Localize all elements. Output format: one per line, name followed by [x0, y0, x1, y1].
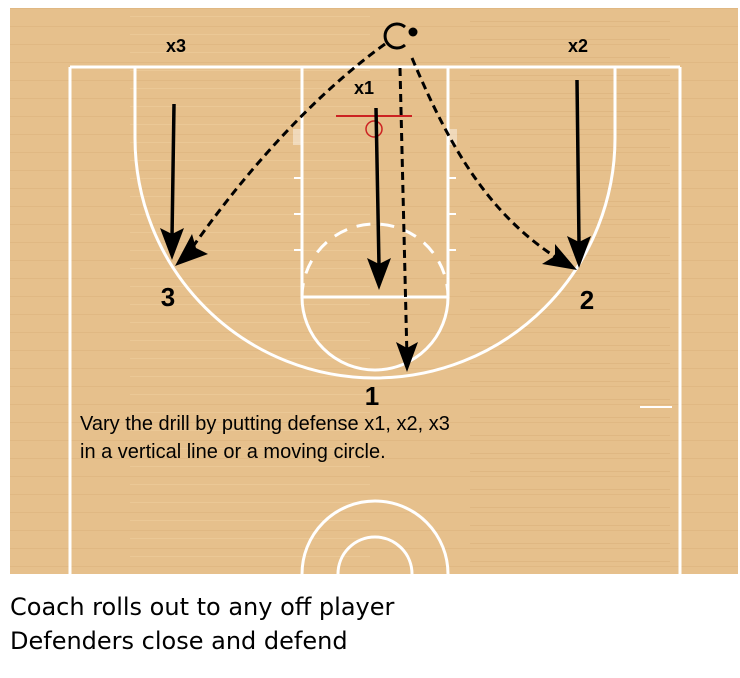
free-throw-arc-dashed	[300, 222, 450, 298]
label-player-3: 3	[161, 282, 175, 312]
label-player-1: 1	[365, 381, 379, 411]
diagram-caption: Coach rolls out to any off player Defend…	[10, 590, 394, 658]
pass-path-to-3	[183, 42, 386, 259]
ball-icon	[408, 27, 418, 37]
court-svg: x3 x1 x2 3 2 1	[10, 8, 738, 574]
label-x1: x1	[354, 78, 374, 98]
label-x2: x2	[568, 36, 588, 56]
coach-marker	[383, 22, 406, 50]
pass-path-to-2	[410, 57, 566, 265]
court-diagram: x3 x1 x2 3 2 1	[10, 8, 738, 574]
arrowhead-to-2	[542, 244, 577, 270]
rim	[365, 120, 383, 138]
arrowhead-x3	[160, 228, 184, 260]
drill-variation-note: Vary the drill by putting defense x1, x2…	[80, 413, 450, 463]
court-floor	[10, 8, 738, 574]
label-x3: x3	[166, 36, 186, 56]
lane-hash-marks	[293, 129, 457, 251]
label-player-2: 2	[580, 285, 594, 315]
caption-line-2: Defenders close and defend	[10, 627, 348, 655]
caption-line-1: Coach rolls out to any off player	[10, 593, 395, 621]
arrowhead-to-3	[175, 234, 208, 266]
court-lines	[68, 65, 682, 574]
closeout-arrow-x2	[575, 79, 581, 244]
closeout-arrow-x3	[170, 103, 176, 239]
arrowhead-x1	[367, 258, 391, 290]
closeout-arrow-x1	[374, 107, 381, 267]
pass-path-to-1	[398, 67, 409, 359]
arrowhead-x2	[567, 236, 591, 268]
arrowhead-to-1	[396, 342, 418, 372]
